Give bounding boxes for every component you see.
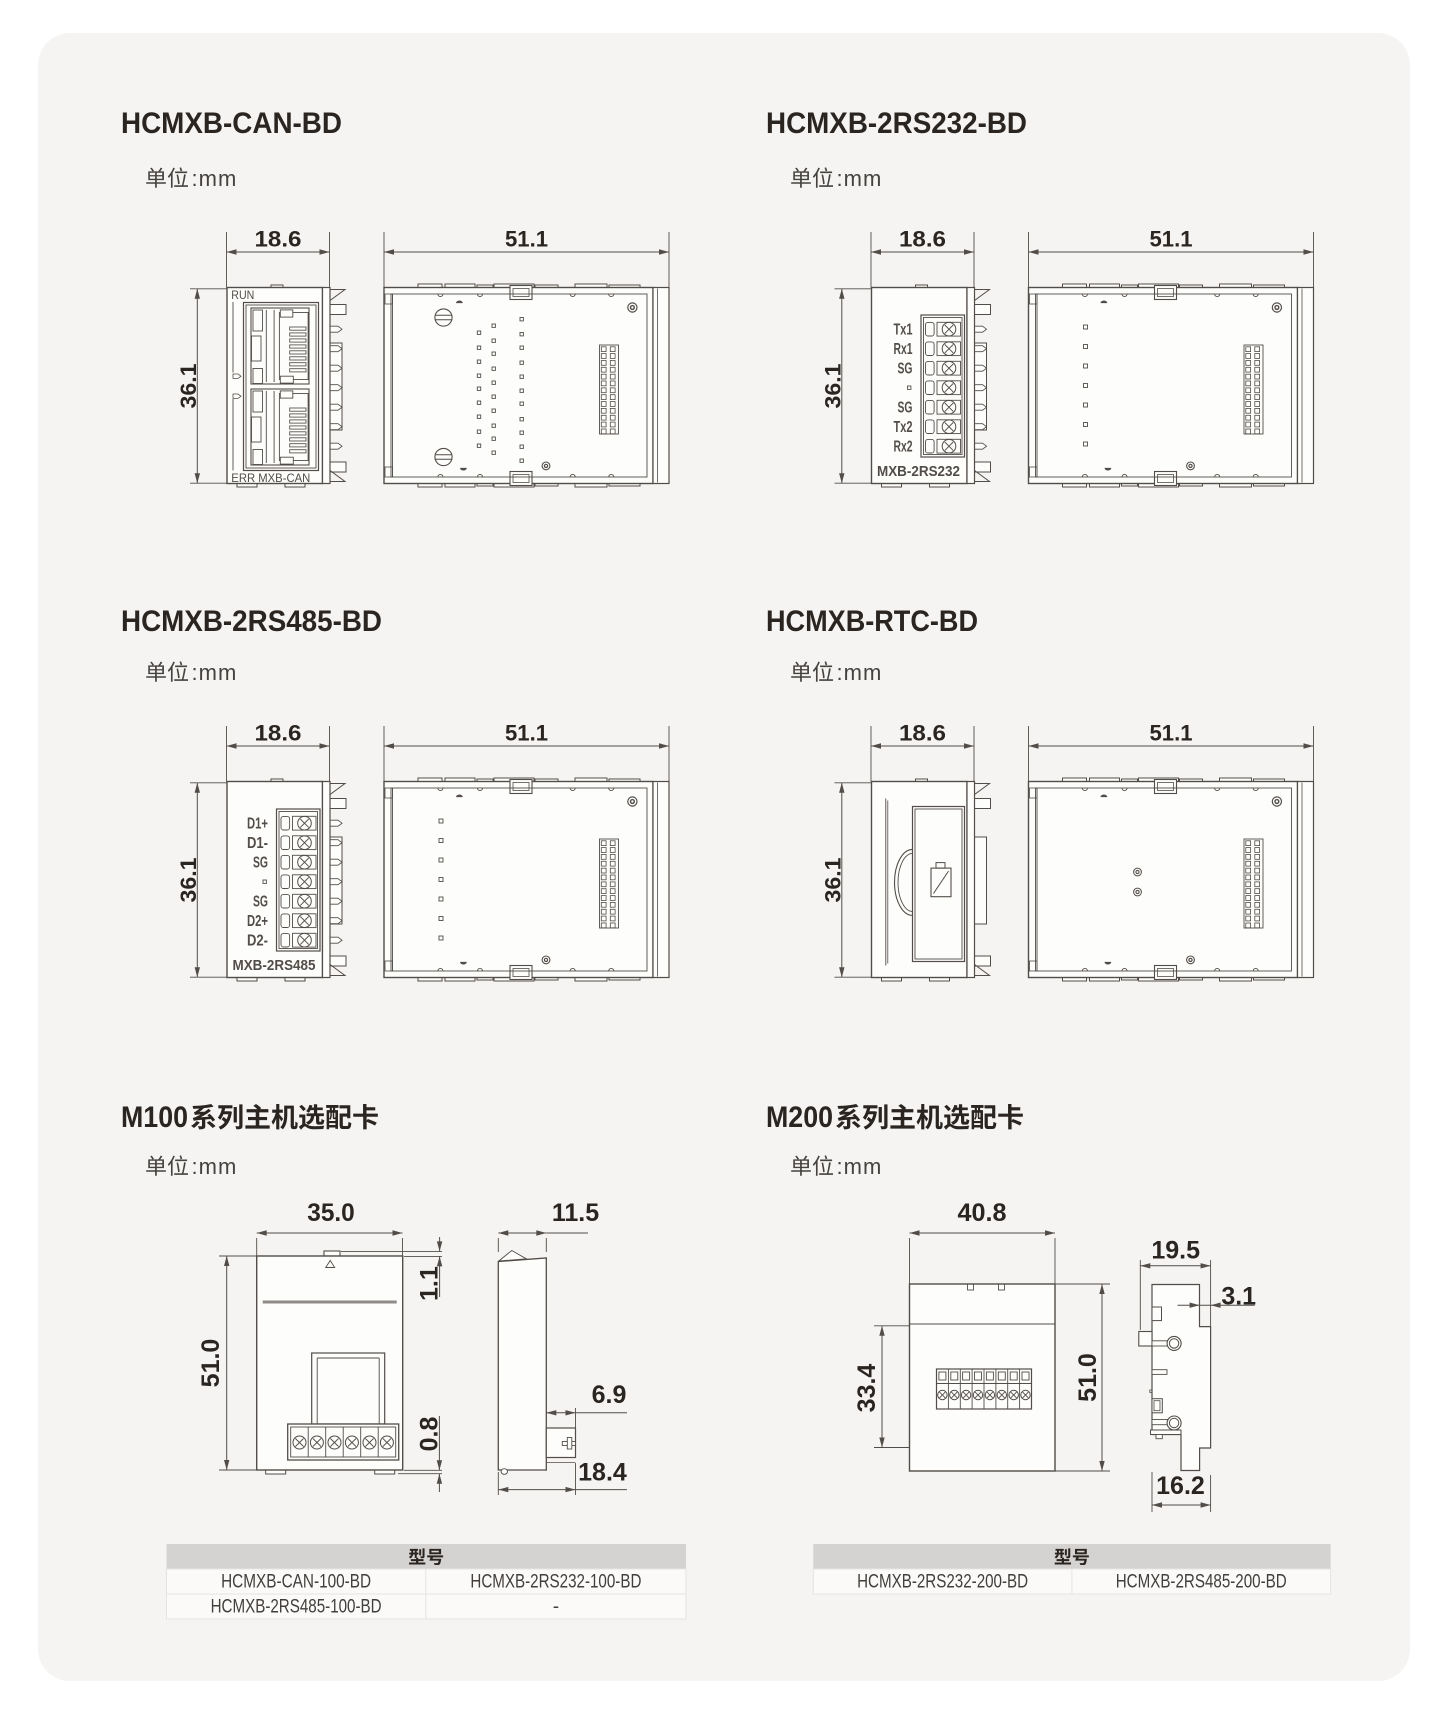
svg-text:M200: M200: [766, 1101, 833, 1134]
svg-text:0.8: 0.8: [416, 1417, 444, 1452]
svg-text:51.1: 51.1: [505, 721, 548, 746]
svg-text:11.5: 11.5: [552, 1199, 599, 1227]
svg-text:SG: SG: [898, 400, 913, 417]
svg-text:36.1: 36.1: [821, 858, 846, 903]
svg-text::mm: :mm: [192, 1154, 238, 1179]
svg-text:SG: SG: [253, 894, 268, 911]
svg-text:D1+: D1+: [247, 816, 268, 833]
svg-text:51.0: 51.0: [1074, 1353, 1102, 1402]
svg-text:HCMXB-2RS485-200-BD: HCMXB-2RS485-200-BD: [1116, 1572, 1287, 1593]
svg-text:18.6: 18.6: [899, 227, 946, 252]
svg-text:D2-: D2-: [247, 933, 268, 950]
svg-text:-: -: [553, 1597, 559, 1618]
svg-text:18.6: 18.6: [255, 721, 302, 746]
svg-text:36.1: 36.1: [176, 364, 201, 409]
svg-text::mm: :mm: [192, 166, 238, 191]
svg-text:36.1: 36.1: [176, 858, 201, 903]
svg-text::mm: :mm: [837, 166, 883, 191]
svg-text:51.1: 51.1: [505, 227, 548, 252]
svg-text:HCMXB-CAN-BD: HCMXB-CAN-BD: [121, 107, 342, 140]
svg-text:SG: SG: [898, 361, 913, 378]
svg-text:18.6: 18.6: [899, 721, 946, 746]
svg-text:19.5: 19.5: [1151, 1237, 1200, 1265]
svg-text:HCMXB-2RS232-BD: HCMXB-2RS232-BD: [766, 107, 1027, 140]
svg-text:51.0: 51.0: [197, 1339, 225, 1388]
svg-text:6.9: 6.9: [592, 1381, 627, 1409]
svg-text:Rx1: Rx1: [894, 341, 913, 358]
svg-text:D2+: D2+: [247, 913, 268, 930]
svg-text:HCMXB-2RS232-200-BD: HCMXB-2RS232-200-BD: [857, 1572, 1028, 1593]
svg-text:16.2: 16.2: [1156, 1472, 1205, 1500]
svg-text:ERR MXB-CAN: ERR MXB-CAN: [231, 471, 310, 485]
svg-text:Tx2: Tx2: [894, 419, 913, 436]
svg-text::mm: :mm: [192, 660, 238, 685]
svg-text:RUN: RUN: [231, 288, 254, 302]
svg-text:36.1: 36.1: [821, 364, 846, 409]
svg-text:40.8: 40.8: [958, 1199, 1007, 1227]
svg-text:18.4: 18.4: [578, 1458, 627, 1486]
svg-text:1.1: 1.1: [416, 1266, 444, 1301]
svg-text:MXB-2RS232: MXB-2RS232: [877, 464, 960, 480]
svg-text:Tx1: Tx1: [894, 322, 913, 339]
svg-text:MXB-2RS485: MXB-2RS485: [233, 958, 316, 974]
svg-text::mm: :mm: [837, 1154, 883, 1179]
svg-text:51.1: 51.1: [1150, 227, 1193, 252]
svg-text:HCMXB-RTC-BD: HCMXB-RTC-BD: [766, 605, 978, 638]
svg-text:51.1: 51.1: [1150, 721, 1193, 746]
svg-text:HCMXB-2RS232-100-BD: HCMXB-2RS232-100-BD: [470, 1572, 641, 1593]
svg-text:HCMXB-CAN-100-BD: HCMXB-CAN-100-BD: [221, 1572, 371, 1593]
svg-text:18.6: 18.6: [255, 227, 302, 252]
svg-text:33.4: 33.4: [853, 1364, 881, 1413]
svg-text:D1-: D1-: [247, 835, 268, 852]
svg-text:35.0: 35.0: [307, 1199, 355, 1227]
svg-text:SG: SG: [253, 855, 268, 872]
svg-text:M100: M100: [121, 1101, 188, 1134]
svg-text:3.1: 3.1: [1221, 1283, 1256, 1311]
svg-text:HCMXB-2RS485-100-BD: HCMXB-2RS485-100-BD: [211, 1597, 382, 1618]
svg-text::mm: :mm: [837, 660, 883, 685]
svg-text:Rx2: Rx2: [894, 439, 913, 456]
svg-text:HCMXB-2RS485-BD: HCMXB-2RS485-BD: [121, 605, 382, 638]
